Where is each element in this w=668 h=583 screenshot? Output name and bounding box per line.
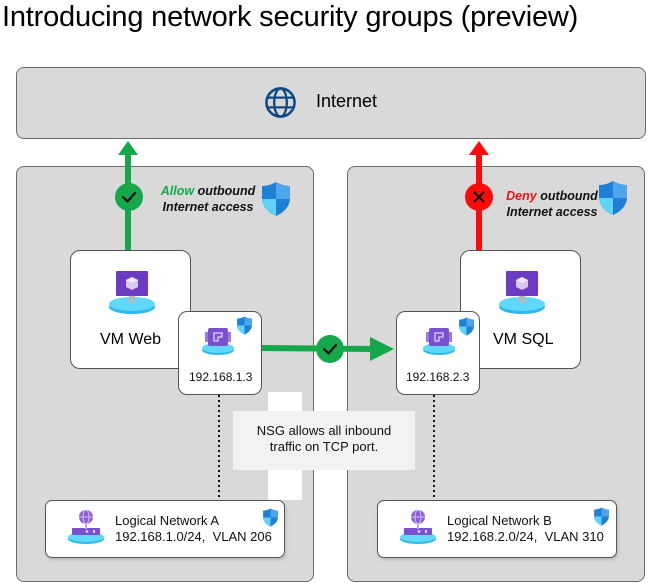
subnet: 192.168.2.0/24, — [447, 529, 538, 544]
logical-network-b-card[interactable]: Logical Network B 192.168.2.0/24, VLAN 3… — [377, 500, 617, 558]
inbound-allow-checkmark-icon — [316, 335, 344, 363]
deny-outbound-policy: Deny outbound Internet access — [506, 189, 598, 219]
globe-icon — [265, 87, 296, 118]
logical-network-icon — [400, 509, 436, 544]
logical-network-b-details: 192.168.2.0/24, VLAN 310 — [447, 529, 604, 544]
nsg-inbound-note: NSG allows all inbound traffic on TCP po… — [233, 411, 415, 470]
logical-network-a-card[interactable]: Logical Network A 192.168.1.0/24, VLAN 2… — [45, 500, 285, 558]
deny-outbound-arrowhead — [469, 141, 489, 155]
vm-sql-label: VM SQL — [493, 331, 554, 348]
vm-web-label: VM Web — [100, 331, 162, 348]
diagram-title: Introducing network security groups (pre… — [2, 1, 579, 33]
policy-verb-deny: Deny — [506, 189, 537, 203]
vlan: VLAN 310 — [544, 529, 604, 544]
allow-outbound-arrowhead — [118, 141, 138, 155]
policy-verb-allow: Allow — [160, 184, 195, 198]
shield-icon — [594, 507, 609, 526]
allow-checkmark-icon — [115, 183, 143, 211]
policy-line2: Internet access — [506, 205, 598, 219]
shield-icon — [263, 508, 278, 527]
allow-outbound-policy: Allow outbound Internet access — [160, 184, 256, 214]
shield-icon — [237, 316, 252, 335]
nic-b-ip: 192.168.2.3 — [406, 370, 470, 384]
virtual-machine-icon — [499, 271, 545, 314]
network-interface-icon — [423, 328, 455, 355]
internet-label: Internet — [316, 91, 378, 111]
nic-a-card[interactable]: 192.168.1.3 — [178, 311, 262, 395]
internet-panel — [16, 67, 646, 139]
logical-network-a-details: 192.168.1.0/24, VLAN 206 — [115, 529, 272, 544]
nsg-shield-icon — [262, 182, 290, 216]
shield-icon — [459, 317, 474, 336]
network-interface-icon — [202, 328, 234, 355]
logical-network-a-name: Logical Network A — [115, 513, 220, 528]
nic-a-ip: 192.168.1.3 — [189, 370, 253, 384]
nsg-shield-icon — [599, 181, 627, 215]
policy-line2: Internet access — [162, 200, 254, 214]
vlan: VLAN 206 — [212, 529, 272, 544]
vm-web-card[interactable]: VM Web — [70, 250, 191, 369]
virtual-machine-icon — [109, 271, 155, 314]
deny-x-icon — [465, 183, 493, 211]
vm-sql-card[interactable]: VM SQL — [460, 250, 581, 369]
subnet: 192.168.1.0/24, — [115, 529, 206, 544]
logical-network-icon — [68, 509, 104, 544]
nic-b-card[interactable]: 192.168.2.3 — [396, 311, 480, 395]
logical-network-b-name: Logical Network B — [447, 513, 552, 528]
